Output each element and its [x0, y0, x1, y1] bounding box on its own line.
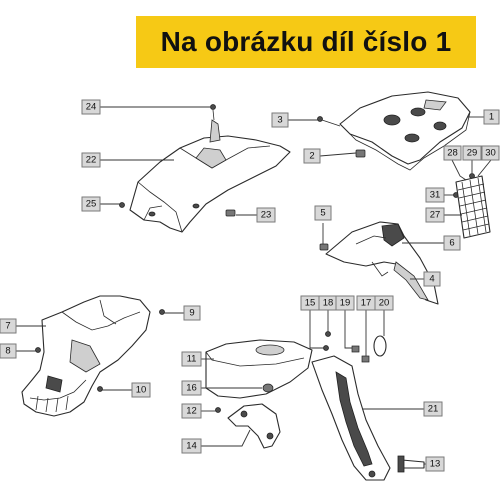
callout-16: 16 — [181, 380, 202, 396]
callout-2: 2 — [303, 148, 321, 164]
svg-text:20: 20 — [379, 298, 390, 309]
svg-text:14: 14 — [186, 441, 197, 452]
svg-text:28: 28 — [447, 148, 458, 159]
callout-29: 29 — [462, 145, 482, 161]
part-grille-27 — [455, 175, 491, 239]
svg-text:1: 1 — [489, 112, 494, 123]
svg-text:29: 29 — [467, 148, 478, 159]
svg-text:12: 12 — [186, 406, 197, 417]
part-side-rail — [311, 355, 391, 481]
svg-text:25: 25 — [86, 199, 97, 210]
part-screw-3 — [317, 116, 341, 127]
svg-text:6: 6 — [449, 238, 454, 249]
svg-text:8: 8 — [5, 346, 10, 357]
leader-28 — [451, 159, 467, 181]
part-side-cover — [205, 339, 313, 399]
svg-text:13: 13 — [430, 459, 441, 470]
callout-23: 23 — [256, 207, 276, 223]
callout-21: 21 — [423, 401, 443, 417]
part-screw-9 — [159, 309, 165, 315]
leader-19 — [344, 310, 352, 349]
part-rear-lower-cover — [21, 295, 151, 417]
callout-20: 20 — [374, 295, 394, 311]
leader-14 — [201, 429, 251, 447]
callout-11: 11 — [181, 351, 202, 367]
svg-text:24: 24 — [86, 102, 97, 113]
callout-3: 3 — [271, 112, 289, 128]
svg-text:9: 9 — [189, 308, 194, 319]
callout-4: 4 — [423, 271, 441, 287]
svg-text:3: 3 — [277, 115, 282, 126]
svg-text:22: 22 — [86, 155, 97, 166]
part-clip-16 — [262, 383, 274, 393]
part-nut-8 — [35, 347, 41, 353]
callout-5: 5 — [314, 205, 332, 221]
callout-18: 18 — [318, 295, 338, 311]
callout-24: 24 — [81, 99, 101, 115]
part-screw-25 — [119, 202, 125, 208]
leader-2 — [319, 152, 357, 157]
leader-lines — [16, 106, 492, 465]
part-clip-2 — [355, 149, 366, 158]
callout-8: 8 — [0, 343, 17, 359]
part-clip-5 — [319, 243, 329, 251]
part-rear-cover — [339, 91, 471, 171]
leader-15 — [309, 310, 324, 349]
callout-14: 14 — [181, 438, 202, 454]
svg-text:17: 17 — [361, 298, 372, 309]
title-banner: Na obrázku díl číslo 1 — [136, 16, 476, 68]
callout-6: 6 — [443, 235, 461, 251]
svg-text:18: 18 — [323, 298, 334, 309]
svg-text:23: 23 — [261, 210, 272, 221]
svg-text:10: 10 — [136, 385, 147, 396]
part-badge-20 — [373, 335, 387, 357]
part-screw-24 — [210, 104, 216, 121]
callout-9: 9 — [183, 305, 201, 321]
callout-13: 13 — [425, 456, 445, 472]
callout-17: 17 — [356, 295, 376, 311]
part-clip-19 — [351, 345, 360, 353]
callout-7: 7 — [0, 318, 17, 334]
banner-title: Na obrázku díl číslo 1 — [160, 26, 452, 57]
svg-text:19: 19 — [340, 298, 351, 309]
callout-10: 10 — [131, 382, 151, 398]
callout-30: 30 — [481, 145, 500, 161]
svg-text:15: 15 — [305, 298, 316, 309]
svg-text:2: 2 — [309, 151, 314, 162]
callout-15: 15 — [300, 295, 320, 311]
part-screw-15 — [323, 345, 329, 351]
part-bracket — [227, 403, 281, 449]
svg-text:16: 16 — [186, 383, 197, 394]
callout-19: 19 — [335, 295, 355, 311]
svg-text:30: 30 — [485, 148, 496, 159]
svg-text:27: 27 — [430, 210, 441, 221]
svg-text:7: 7 — [5, 321, 10, 332]
svg-text:21: 21 — [428, 404, 439, 415]
svg-text:31: 31 — [430, 190, 441, 201]
svg-text:11: 11 — [187, 354, 197, 365]
leader-30 — [477, 159, 492, 177]
part-screw-12 — [215, 407, 221, 413]
svg-text:5: 5 — [320, 208, 325, 219]
callout-28: 28 — [443, 145, 462, 161]
part-bolt-13 — [397, 455, 425, 473]
part-front-fender — [325, 221, 439, 305]
callout-1: 1 — [483, 109, 500, 125]
callout-27: 27 — [425, 207, 445, 223]
callout-12: 12 — [181, 403, 202, 419]
part-screw-10 — [97, 386, 103, 392]
callout-25: 25 — [81, 196, 101, 212]
part-clip-17 — [361, 355, 370, 363]
part-clip-23 — [225, 209, 236, 217]
callout-22: 22 — [81, 152, 101, 168]
svg-text:4: 4 — [429, 274, 434, 285]
callout-31: 31 — [425, 187, 445, 203]
part-washer-18 — [325, 331, 331, 337]
